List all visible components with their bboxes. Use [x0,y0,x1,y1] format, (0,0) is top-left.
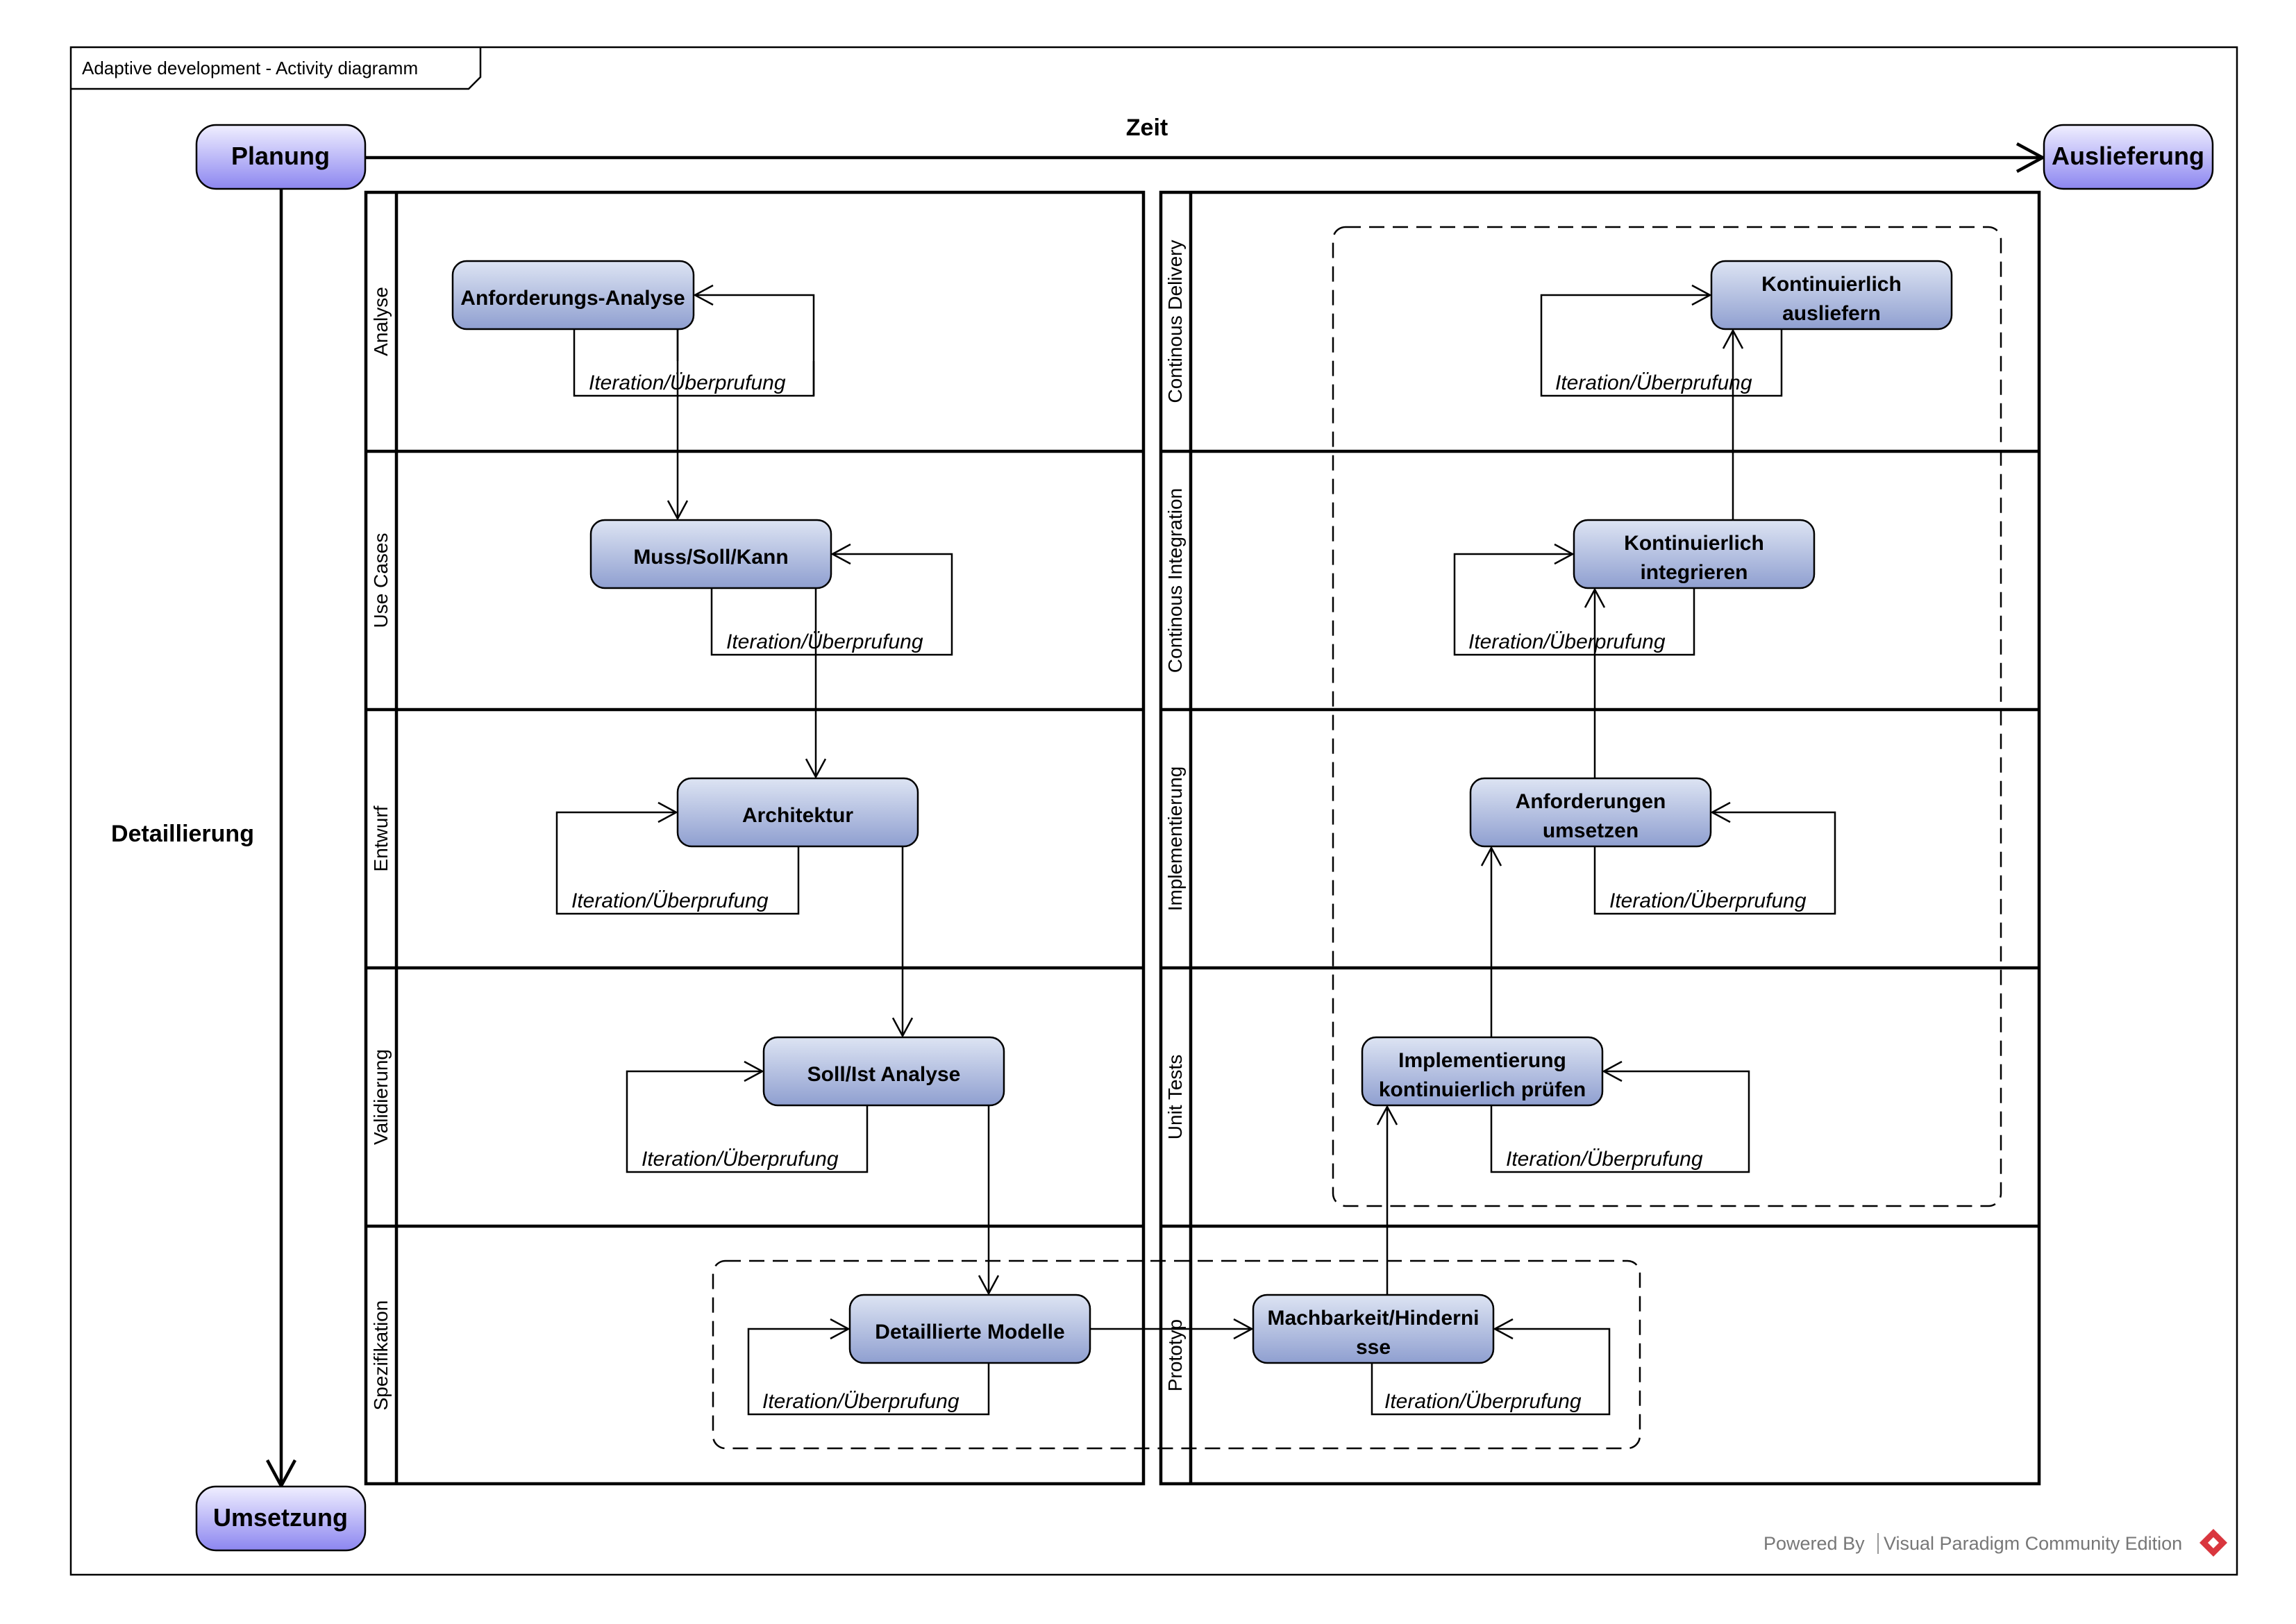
frame-title: Adaptive development - Activity diagramm [82,58,418,78]
svg-text:Anforderungen: Anforderungen [1516,790,1666,813]
svg-text:Planung: Planung [231,142,330,170]
activity-implementierung-pruefen[interactable]: Implementierung kontinuierlich prüfen [1361,1036,1604,1107]
terminal-umsetzung[interactable]: Umsetzung [195,1485,367,1552]
svg-text:Iteration/Überprufung: Iteration/Überprufung [762,1390,960,1413]
activity-architektur[interactable]: Architektur [676,777,919,848]
svg-text:Architektur: Architektur [742,804,853,827]
activity-muss-soll-kann[interactable]: Muss/Soll/Kann [589,519,832,589]
lane-label-continous-delivery: Continous Delivery [1164,240,1186,403]
svg-text:Auslieferung: Auslieferung [2052,142,2204,170]
svg-text:Iteration/Überprufung: Iteration/Überprufung [1555,371,1752,394]
activity-kontinuierlich-integrieren[interactable]: Kontinuierlich integrieren [1573,519,1816,589]
flow-usecases-to-entwurf [805,588,827,779]
dashed-region-prototype [712,1259,1641,1450]
flow-integration-to-delivery [1722,328,1744,520]
activity-soll-ist-analyse[interactable]: Soll/Ist Analyse [762,1036,1005,1107]
iteration-loop-prototyp: Iteration/Überprufung [1371,1318,1611,1416]
flow-implementierung-to-integration [1584,587,1606,778]
terminal-planung[interactable]: Planung [195,124,367,190]
flow-entwurf-to-validierung [891,846,914,1038]
lane-label-use-cases: Use Cases [370,533,392,628]
svg-text:Iteration/Überprufung: Iteration/Überprufung [1384,1390,1582,1413]
activity-machbarkeit-hindernisse[interactable]: Machbarkeit/Hinderni sse [1252,1294,1495,1364]
svg-text:Kontinuierlich: Kontinuierlich [1624,532,1764,555]
activity-anforderungen-umsetzen[interactable]: Anforderungen umsetzen [1469,777,1712,848]
svg-text:kontinuierlich prüfen: kontinuierlich prüfen [1379,1078,1586,1101]
footer-powered-by: Powered By [1763,1533,1865,1554]
visual-paradigm-logo-icon [2199,1529,2227,1557]
lane-label-analyse: Analyse [370,287,392,356]
svg-text:integrieren: integrieren [1640,561,1748,584]
svg-text:umsetzen: umsetzen [1543,819,1639,842]
lane-label-implementierung: Implementierung [1164,767,1186,912]
svg-text:Kontinuierlich: Kontinuierlich [1761,273,1902,296]
flow-modelle-to-machbarkeit [1090,1318,1254,1340]
iteration-loop-entwurf: Iteration/Überprufung [555,801,800,915]
svg-text:Implementierung: Implementierung [1398,1049,1566,1072]
lane-label-continous-integration: Continous Integration [1164,488,1186,673]
iteration-loop-usecases: Iteration/Überprufung [710,543,953,656]
right-swimlanes [1159,190,2041,1486]
dashed-region-continuous [1332,226,2002,1207]
svg-text:Iteration/Überprufung: Iteration/Überprufung [726,630,923,653]
detail-axis-label: Detaillierung [111,821,254,847]
activity-kontinuierlich-ausliefern[interactable]: Kontinuierlich ausliefern [1710,260,1953,330]
iteration-loop-implementierung: Iteration/Überprufung [1593,801,1836,915]
time-axis-arrowhead [2016,142,2046,173]
flow-machbarkeit-to-unittests [1376,1105,1398,1295]
iteration-loop-analyse: Iteration/Überprufung [573,284,815,397]
flow-validierung-to-spezifikation [978,1105,1000,1296]
svg-text:sse: sse [1356,1336,1391,1359]
iteration-loop-spezifikation: Iteration/Überprufung [747,1318,990,1416]
svg-text:Machbarkeit/Hinderni: Machbarkeit/Hinderni [1267,1307,1479,1330]
svg-text:Anforderungs-Analyse: Anforderungs-Analyse [460,287,685,310]
lane-label-spezifikation: Spezifikation [370,1300,392,1411]
left-swimlanes [364,190,1146,1486]
svg-text:Muss/Soll/Kann: Muss/Soll/Kann [633,546,788,569]
flow-unittests-to-implementierung [1480,846,1502,1037]
lane-label-prototyp: Prototyp [1164,1319,1186,1391]
svg-text:Iteration/Überprufung: Iteration/Überprufung [642,1148,839,1171]
iteration-loop-delivery: Iteration/Überprufung [1540,284,1783,397]
activity-detaillierte-modelle[interactable]: Detaillierte Modelle [848,1294,1091,1364]
svg-text:ausliefern: ausliefern [1782,302,1881,325]
svg-text:Iteration/Überprufung: Iteration/Überprufung [1468,630,1666,653]
lane-label-validierung: Validierung [370,1049,392,1145]
iteration-loop-integration: Iteration/Überprufung [1453,543,1695,656]
svg-text:Iteration/Überprufung: Iteration/Überprufung [571,889,769,912]
terminal-auslieferung[interactable]: Auslieferung [2043,124,2214,190]
svg-text:Iteration/Überprufung: Iteration/Überprufung [1506,1148,1703,1171]
svg-text:Soll/Ist Analyse: Soll/Ist Analyse [807,1063,961,1086]
svg-text:Detaillierte Modelle: Detaillierte Modelle [875,1321,1064,1343]
footer-product[interactable]: Visual Paradigm Community Edition [1884,1533,2182,1554]
activity-anforderungs-analyse[interactable]: Anforderungs-Analyse [451,260,695,330]
diagram-frame [69,46,2238,1576]
time-axis-label: Zeit [1126,115,1168,141]
lane-label-unit-tests: Unit Tests [1164,1055,1186,1139]
svg-text:Iteration/Überprufung: Iteration/Überprufung [589,371,786,394]
lane-label-entwurf: Entwurf [370,805,392,871]
iteration-loop-validierung: Iteration/Überprufung [626,1060,869,1173]
svg-text:Iteration/Überprufung: Iteration/Überprufung [1609,889,1807,912]
svg-text:Umsetzung: Umsetzung [213,1503,348,1532]
frame-title-tab [71,47,482,90]
iteration-loop-unittests: Iteration/Überprufung [1490,1060,1750,1173]
